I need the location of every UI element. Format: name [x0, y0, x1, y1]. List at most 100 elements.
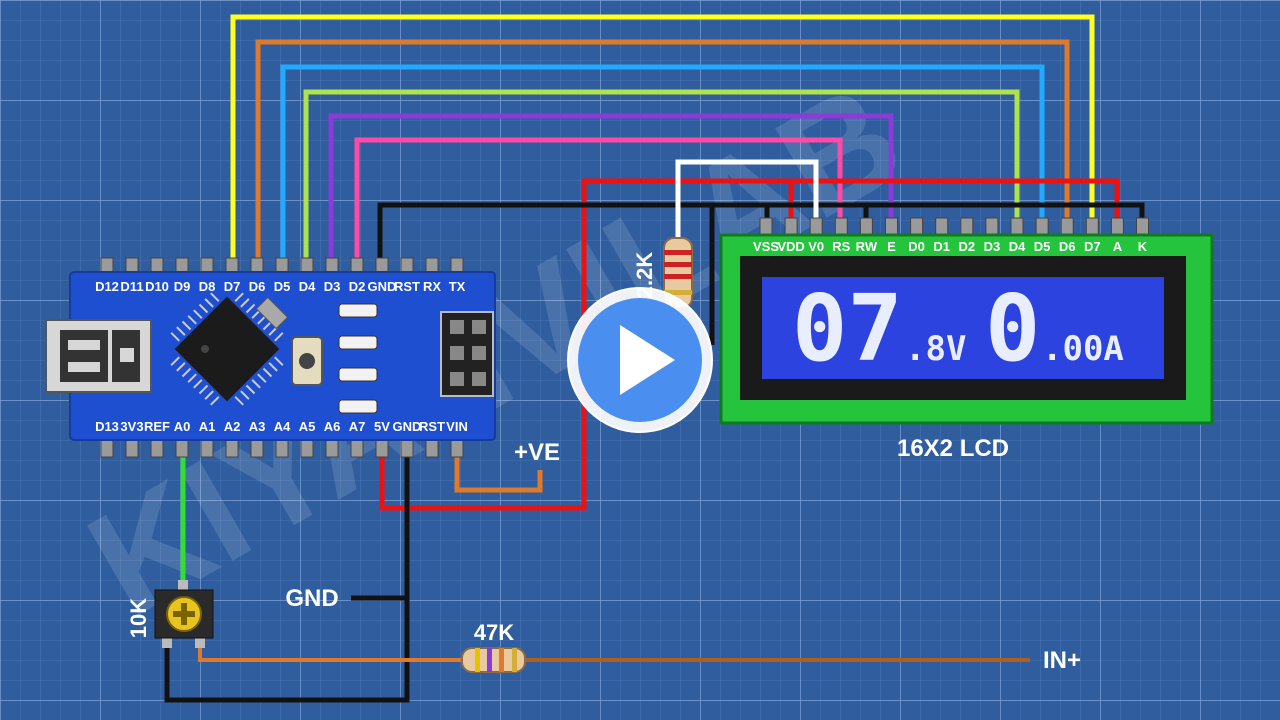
nano-pin [200, 438, 214, 458]
lcd-pin-label: K [1138, 239, 1148, 254]
nano-pin [450, 438, 464, 458]
lcd-pin-label: D3 [984, 239, 1001, 254]
nano-pin [425, 438, 439, 458]
crystal [255, 296, 289, 330]
wire-v0-white [675, 159, 819, 240]
nano-bottom-pin-label: GND [393, 419, 422, 434]
nano-bottom-pin-label: A4 [274, 419, 291, 434]
lcd-pin-label: D5 [1034, 239, 1051, 254]
nano-bottom-pin-label: 3V3 [120, 419, 143, 434]
wire-d5-blue [280, 64, 1045, 262]
lcd-screen [762, 277, 1164, 379]
wire-gnd-black [164, 202, 1145, 703]
mcu-chip [170, 292, 284, 406]
lcd-pin-label: D2 [958, 239, 975, 254]
nano-top-pin-label: D10 [145, 279, 169, 294]
ground-label: GND [285, 585, 338, 612]
wire-vin-orange [454, 457, 543, 493]
nano-pin [350, 438, 364, 458]
nano-top-pin-label: TX [449, 279, 466, 294]
nano-bottom-pin-label: 5V [374, 419, 390, 434]
nano-bottom-pin-label: A5 [299, 419, 316, 434]
lcd-pin-headers [759, 217, 1149, 238]
nano-bottom-pin-label: A1 [199, 419, 216, 434]
potentiometer-label: 10K [126, 598, 151, 638]
lcd-pin-label: D4 [1009, 239, 1026, 254]
lcd-pin-label: VSS [753, 239, 779, 254]
nano-bottom-headers [100, 438, 464, 458]
wire-d3-purple [328, 113, 894, 262]
nano-pin [125, 438, 139, 458]
nano-top-pin-label: D11 [120, 279, 143, 294]
nano-top-pin-label: D2 [349, 279, 366, 294]
nano-bottom-pin-label: A6 [324, 419, 341, 434]
nano-bottom-pin-label: A0 [174, 419, 191, 434]
nano-top-pin-label: D8 [199, 279, 216, 294]
nano-top-headers [100, 257, 464, 275]
nano-pin [375, 438, 389, 458]
wire-d4-lime [303, 89, 1020, 262]
nano-pin [400, 438, 414, 458]
lcd-amps-value: 0 [985, 275, 1040, 382]
play-icon [620, 325, 675, 395]
smd-leds [338, 303, 378, 414]
nano-pin [300, 438, 314, 458]
nano-bottom-pin-label: A7 [349, 419, 366, 434]
nano-top-pin-label: RX [423, 279, 441, 294]
wire-d7-yellow [230, 14, 1095, 262]
lcd-pin-label: A [1113, 239, 1123, 254]
nano-top-pin-label: D5 [274, 279, 291, 294]
nano-bottom-pin-label: VIN [446, 419, 468, 434]
lcd-pin-label: RS [832, 239, 850, 254]
lcd-pin-label: E [887, 239, 896, 254]
nano-top-pin-label: D12 [95, 279, 119, 294]
lcd-caption: 16X2 LCD [897, 435, 1009, 462]
nano-bottom-pin-label: REF [144, 419, 170, 434]
lcd-pin-label: D1 [933, 239, 950, 254]
potentiometer-10k: 10K [126, 580, 214, 648]
wire-pot-orange [198, 646, 462, 662]
nano-bottom-pin-label: D13 [95, 419, 119, 434]
nano-pin [275, 438, 289, 458]
nano-pin [100, 438, 114, 458]
nano-bottom-pin-label: RST [419, 419, 445, 434]
nano-top-pin-label: D9 [174, 279, 191, 294]
reset-button [291, 336, 323, 386]
lcd-volts-value: 07 [792, 275, 903, 382]
nano-pin [175, 438, 189, 458]
nano-top-pin-label: RST [394, 279, 420, 294]
play-button[interactable] [567, 287, 713, 433]
nano-top-pin-label: D3 [324, 279, 341, 294]
wire-d6-orange [255, 39, 1070, 262]
nano-top-pin-label: D7 [224, 279, 241, 294]
lcd-pin-label: D7 [1084, 239, 1101, 254]
resistor-47k: 47K [461, 620, 526, 673]
input-label: IN+ [1043, 647, 1081, 674]
nano-pin [250, 438, 264, 458]
positive-label: +VE [514, 439, 560, 466]
nano-pin [325, 438, 339, 458]
lcd-pin-label: D0 [908, 239, 925, 254]
resistor-47k-label: 47K [474, 620, 514, 645]
nano-pin [150, 438, 164, 458]
nano-bottom-pin-label: A3 [249, 419, 266, 434]
icsp-header [440, 311, 494, 397]
nano-bottom-pin-label: A2 [224, 419, 241, 434]
lcd-pin-label: VDD [777, 239, 804, 254]
lcd-amps-decimal: .00A [1042, 329, 1124, 369]
nano-top-pin-label: D6 [249, 279, 266, 294]
lcd-pin-label: D6 [1059, 239, 1076, 254]
usb-connector [45, 319, 152, 393]
nano-pin [225, 438, 239, 458]
nano-top-pin-label: GND [368, 279, 397, 294]
lcd-volts-decimal: .8V [905, 329, 966, 369]
lcd-pin-label: V0 [808, 239, 824, 254]
lcd-pin-label: RW [856, 239, 878, 254]
